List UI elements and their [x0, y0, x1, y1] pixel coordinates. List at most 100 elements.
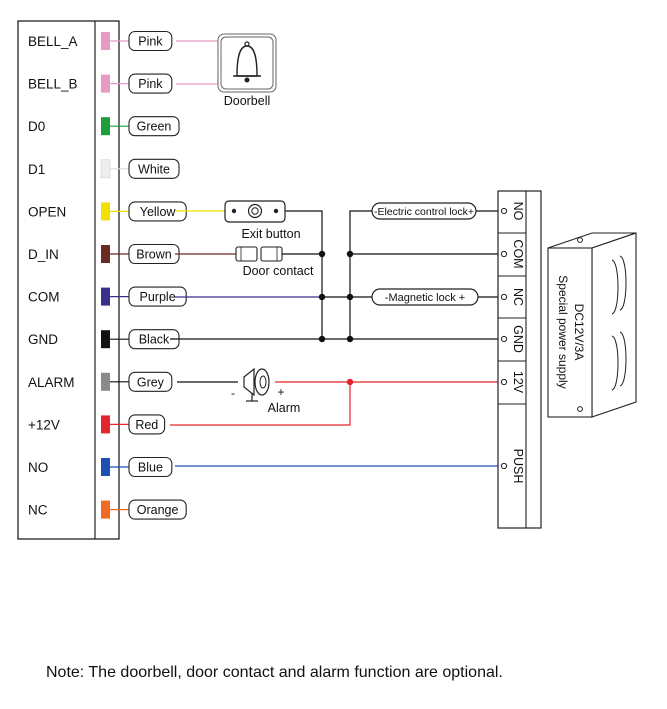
wire-color-box [128, 158, 180, 179]
terminal-label: COM [28, 290, 60, 305]
terminal-label: D0 [28, 119, 45, 134]
terminal-row: COM Purple [28, 286, 187, 307]
terminal-row: OPEN Yellow [28, 201, 187, 222]
doorbell: Doorbell [217, 33, 277, 108]
magnetic-lock-label: -Magnetic lock + [385, 292, 465, 304]
psu-terminal-label: PUSH [511, 449, 525, 484]
screw-terminal-icon [500, 335, 508, 343]
wire-color-label: Grey [137, 375, 165, 389]
psu-terminal-block [497, 190, 542, 529]
terminal-pin [101, 202, 110, 221]
terminal-label: ALARM [28, 375, 75, 390]
psu-terminals: NO COM NC GND 12V PUSH [498, 202, 526, 484]
terminal-pin [101, 330, 110, 349]
psu-terminal-label: 12V [511, 371, 525, 394]
terminal-label: GND [28, 332, 58, 347]
wire-bell-a [176, 40, 219, 58]
wire-color-label: Purple [140, 290, 176, 304]
screw-terminal-icon [500, 462, 508, 470]
wire-color-box [128, 456, 173, 478]
wires [170, 40, 498, 467]
wire-color-label: White [138, 162, 170, 176]
wire-color-box [128, 30, 173, 52]
terminal-row: D_IN Brown [28, 243, 180, 265]
psu-terminal-label: NO [511, 202, 525, 221]
terminal-pin [101, 245, 110, 263]
note-text: Note: The doorbell, door contact and ala… [46, 664, 503, 681]
psu-box [547, 247, 593, 418]
wire-color-box [128, 499, 187, 520]
alarm-plus-label: + [277, 385, 284, 399]
wire-12v [170, 382, 351, 426]
terminal-pin [101, 117, 110, 136]
terminal-row: ALARM Grey [28, 371, 173, 392]
screw-terminal-icon [500, 378, 508, 386]
junction-dot [346, 250, 354, 258]
doorbell-label: Doorbell [224, 94, 271, 108]
psu-terminal-label: COM [511, 239, 525, 268]
terminal-row: D1 White [28, 158, 180, 179]
terminal-label: NC [28, 503, 48, 518]
wire-lock-neg [349, 210, 372, 339]
wire-color-box [128, 371, 173, 392]
terminal-pin [101, 32, 110, 50]
wire-color-label: Blue [138, 461, 163, 475]
wire-color-label: Yellow [140, 205, 177, 219]
junction-dot [318, 293, 326, 301]
magnetic-lock: -Magnetic lock + [371, 288, 479, 306]
terminal-row: D0 Green [28, 116, 180, 137]
wire-color-label: Orange [137, 503, 179, 517]
terminal-label: D1 [28, 162, 45, 177]
terminal-row: +12V Red [28, 414, 166, 435]
psu-name-label: Special power supply [556, 275, 570, 388]
magnetic-contact-icon [235, 246, 258, 262]
screw-terminal-icon [500, 293, 508, 301]
junction-dot [318, 250, 326, 258]
junction-dot [346, 335, 354, 343]
door-contact-label: Door contact [243, 264, 314, 278]
wire-bell-b [176, 70, 219, 85]
junction-dot [318, 335, 326, 343]
terminal-pin [100, 159, 111, 179]
wire-color-label: Brown [136, 248, 171, 262]
magnetic-lock-body [371, 288, 479, 306]
terminal-pin [101, 372, 110, 391]
terminal-pin [101, 74, 110, 93]
terminal-label: NO [28, 460, 48, 475]
wire-color-box [128, 116, 180, 137]
alarm-minus-label: - [231, 386, 235, 400]
terminal-pin [101, 458, 110, 476]
terminal-row: NC Orange [28, 499, 187, 520]
wire-color-label: Red [135, 418, 158, 432]
wire-color-label: Black [139, 333, 170, 347]
electric-lock-body [371, 202, 477, 220]
terminal-label: BELL_A [28, 34, 78, 49]
controller-body [17, 20, 120, 540]
terminal-label: D_IN [28, 247, 59, 262]
wire-color-label: Green [137, 120, 172, 134]
screw-terminal-icon [500, 250, 508, 258]
junctions [318, 250, 354, 386]
terminal-pin [101, 500, 110, 519]
screw-terminal-icon [500, 207, 508, 215]
alarm: - + Alarm [231, 367, 300, 415]
terminal-pin [101, 415, 110, 434]
exit-button: Exit button [224, 200, 301, 241]
wire-color-box [128, 73, 173, 94]
terminal-pin [101, 287, 110, 306]
terminal-row: NO Blue [28, 456, 173, 478]
psu-terminal-label: GND [511, 325, 525, 353]
screw-icon [577, 237, 583, 243]
exit-button-label: Exit button [241, 227, 300, 241]
junction-dot [346, 293, 354, 301]
terminal-label: +12V [28, 417, 60, 432]
power-supply-terminal-block: NO COM NC GND 12V PUSH [497, 190, 542, 529]
psu-terminal-label: NC [511, 288, 525, 306]
psu-rating-label: DC12V/3A [572, 304, 586, 361]
terminal-label: OPEN [28, 204, 66, 219]
terminal-row: GND Black [28, 329, 180, 350]
